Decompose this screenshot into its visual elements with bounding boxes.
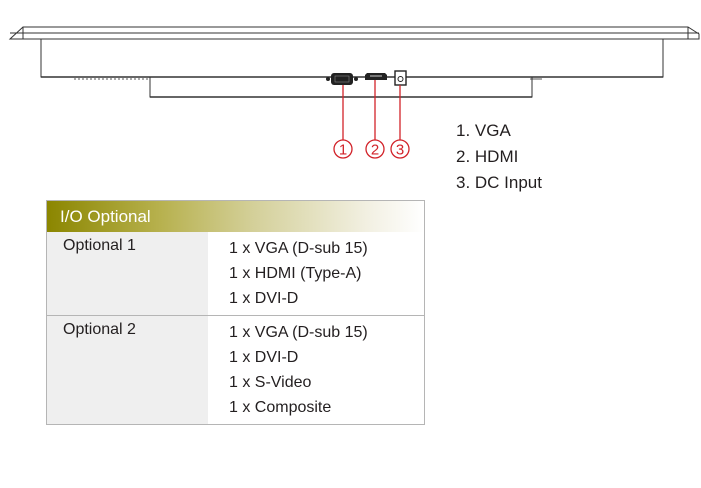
- port-item: 1 x DVI-D: [229, 290, 299, 307]
- legend-item-vga: 1. VGA: [456, 121, 511, 140]
- vga-port-icon: [326, 73, 358, 85]
- row-values: 1 x VGA (D-sub 15) 1 x HDMI (Type-A) 1 x D…: [208, 232, 424, 315]
- port-item: 1 x VGA (D-sub 15): [229, 324, 368, 341]
- port-item: 1 x Composite: [229, 399, 332, 416]
- callout-circle-3: [390, 139, 410, 159]
- connector-legend: 1. VGA 2. HDMI 3. DC Input: [456, 118, 542, 196]
- hdmi-port-icon: [365, 73, 387, 80]
- callout-number-1: 1: [339, 142, 347, 159]
- callout-circle-2: [365, 139, 385, 159]
- row-label: Optional 1: [47, 232, 208, 315]
- row-label: Optional 2: [47, 316, 208, 424]
- port-item: 1 x HDMI (Type-A): [229, 265, 362, 282]
- legend-item-hdmi: 2. HDMI: [456, 147, 519, 166]
- row-values: 1 x VGA (D-sub 15) 1 x DVI-D 1 x S-Video 1 …: [208, 316, 424, 424]
- dc-input-jack-icon: [394, 70, 407, 86]
- legend-item-dc-input: 3. DC Input: [456, 173, 542, 192]
- callout-circle-1: [333, 139, 353, 159]
- table-title: I/O Optional: [47, 201, 424, 232]
- table-row: Optional 1 1 x VGA (D-sub 15) 1 x HDMI (Ty…: [47, 232, 424, 315]
- callout-leaders: [342, 80, 401, 140]
- callout-number-2: 2: [371, 142, 379, 159]
- port-item: 1 x S-Video: [229, 374, 312, 391]
- port-item: 1 x DVI-D: [229, 349, 299, 366]
- callout-number-3: 3: [396, 142, 404, 159]
- port-item: 1 x VGA (D-sub 15): [229, 240, 368, 257]
- monitor-outline: [8, 26, 700, 98]
